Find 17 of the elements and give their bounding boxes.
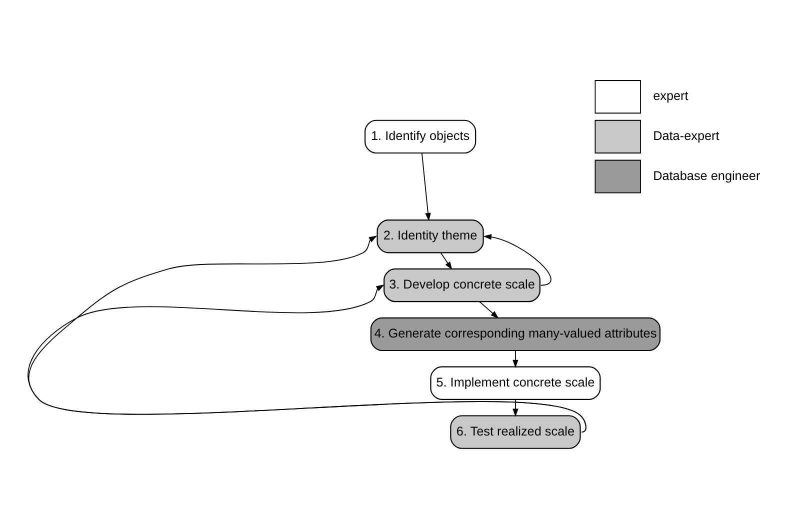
node-box: 2. Identity theme	[376, 220, 484, 254]
arrow	[28, 284, 586, 433]
node-box: 5. Implement concrete scale	[430, 366, 601, 400]
arrow	[479, 301, 499, 319]
arrow	[28, 236, 586, 433]
node-box: 3. Develop concrete scale	[384, 268, 540, 302]
node-box: 1. Identify objects	[364, 120, 476, 154]
legend-label: expert	[653, 89, 688, 104]
arrow	[483, 234, 552, 286]
node-box: 4. Generate corresponding many-valued attributes	[370, 317, 661, 352]
arrow	[512, 350, 518, 368]
legend-label: Database engineer	[653, 168, 760, 183]
arrow	[512, 399, 518, 417]
arrow	[440, 252, 452, 270]
node-box: 6. Test realized scale	[450, 415, 581, 449]
arrow	[421, 152, 431, 222]
legend-label: Data-expert	[653, 129, 720, 144]
